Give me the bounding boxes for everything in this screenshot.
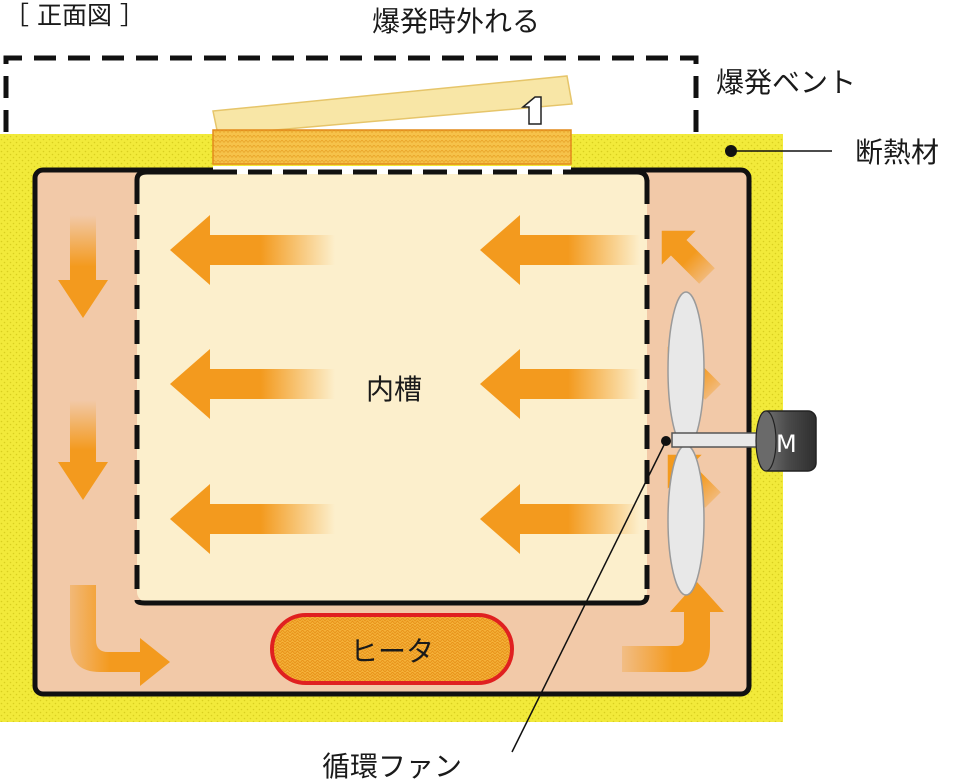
heater-label: ヒータ xyxy=(350,635,434,668)
arrow-left-icon xyxy=(170,215,335,285)
corner-arrow-right-icon xyxy=(622,582,724,672)
airflow-arrows-left xyxy=(170,215,640,554)
insulation-label: 断熱材 xyxy=(855,136,939,169)
inner-tank-top-right xyxy=(571,169,650,183)
arrow-down-icon xyxy=(58,215,108,318)
inner-tank-label: 内槽 xyxy=(366,373,422,406)
heater: ヒータ xyxy=(270,613,514,685)
circulation-fan xyxy=(661,291,769,596)
arrow-down-icon xyxy=(58,400,108,500)
vent-lid xyxy=(212,75,573,136)
heater-body xyxy=(270,613,514,685)
arrow-left-icon xyxy=(480,215,640,285)
inner-tank-top-left xyxy=(134,169,213,181)
arrow-left-icon xyxy=(480,484,640,554)
explosion-vent-outline xyxy=(3,55,699,132)
fan-label: 循環ファン xyxy=(322,750,462,782)
arrow-diagonal-icon xyxy=(661,230,715,284)
up-arrow-icon xyxy=(520,96,542,125)
view-title: ［ 正面図 ］ xyxy=(4,1,145,30)
arrow-left-icon xyxy=(170,484,335,554)
fan-blade-lower xyxy=(667,444,705,596)
motor-label: M xyxy=(776,430,797,458)
fan-shaft xyxy=(671,432,769,448)
arrow-left-icon xyxy=(480,349,640,419)
vent-panel xyxy=(212,129,572,165)
arrow-left-icon xyxy=(170,349,335,419)
motor-face xyxy=(755,410,777,472)
corner-arrow-left-icon xyxy=(70,585,170,686)
fan-blade-upper xyxy=(667,291,705,449)
fan-leader-line xyxy=(511,440,667,753)
motor: M xyxy=(755,410,817,472)
airflow-arrows-down xyxy=(58,215,108,500)
inner-tank-bottom xyxy=(134,594,650,606)
explode-release-label: 爆発時外れる xyxy=(372,5,540,38)
explosion-vent-label: 爆発ベント xyxy=(716,66,856,99)
